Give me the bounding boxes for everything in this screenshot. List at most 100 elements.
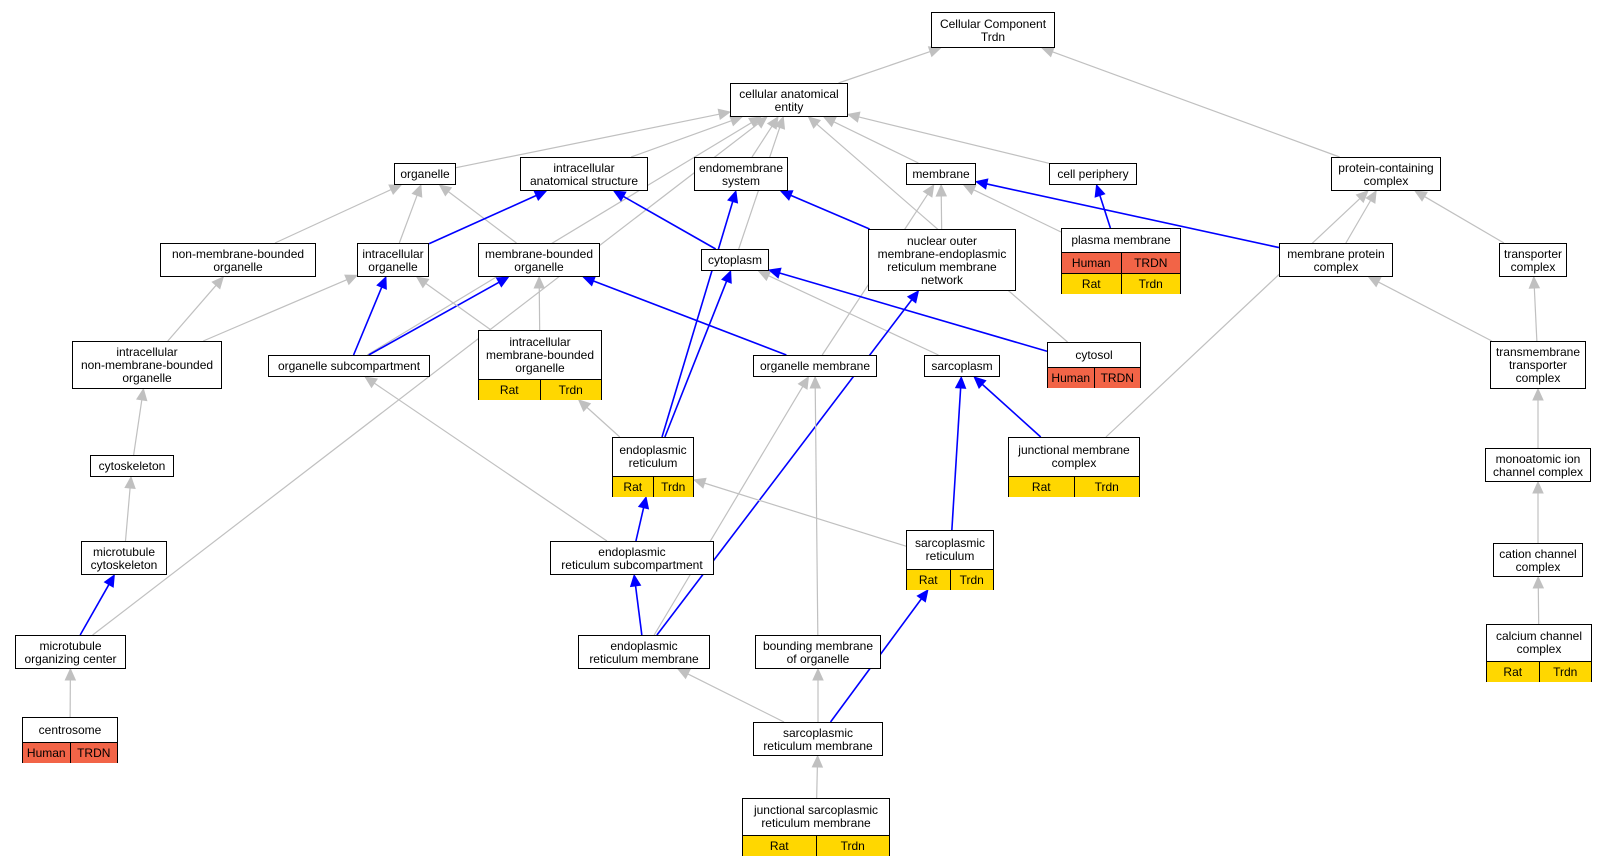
species-cell: Rat xyxy=(613,477,653,497)
go-term-label: nuclear outer membrane-endoplasmic retic… xyxy=(877,233,1007,287)
go-term-label: junctional sarcoplasmic reticulum membra… xyxy=(753,803,879,830)
gene-cell: Trdn xyxy=(1073,477,1139,497)
edge-tmtc-to-transporter xyxy=(1528,275,1541,342)
gene-cell: TRDN xyxy=(69,743,117,763)
go-term-label: sarcoplasm xyxy=(931,359,993,373)
go-term-label: membrane-bounded organelle xyxy=(484,246,594,274)
edge-nmbo-to-organelle xyxy=(274,184,403,244)
go-term-label: cytoplasm xyxy=(707,253,763,267)
go-term-label: sarcoplasmic reticulum xyxy=(914,536,986,563)
edge-cytoplasm-to-ias xyxy=(612,190,717,250)
go-term-label: membrane protein complex xyxy=(1287,246,1385,274)
go-term-label: organelle subcompartment xyxy=(277,359,421,373)
edge-ersub-to-orgsub xyxy=(364,376,608,542)
go-term-transporter[interactable]: transporter complex xyxy=(1499,243,1567,277)
go-term-organelle[interactable]: organelle xyxy=(394,163,456,185)
species-cell: Rat xyxy=(479,380,540,400)
edge-orgsub-to-intraorg xyxy=(352,275,387,356)
edge-jmc-to-pcc xyxy=(1105,190,1369,438)
edge-cytoskel-to-inmbo xyxy=(133,387,148,456)
go-term-tmtc[interactable]: transmembrane transporter complex xyxy=(1490,341,1586,389)
go-term-label: transmembrane transporter complex xyxy=(1495,345,1581,385)
go-term-label: microtubule cytoskeleton xyxy=(90,544,158,572)
gene-cell: Trdn xyxy=(652,477,693,497)
edge-er-to-endomem xyxy=(661,189,739,438)
edge-calcium-to-ccc xyxy=(1532,575,1545,625)
go-term-pcc[interactable]: protein-containing complex xyxy=(1331,157,1441,191)
go-term-jsrm[interactable]: junctional sarcoplasmic reticulum membra… xyxy=(742,798,890,856)
gene-cell: Trdn xyxy=(815,836,889,856)
edge-sarcoplasm-to-cytoplasm xyxy=(757,270,939,356)
edge-membrane-to-cae xyxy=(822,116,919,164)
go-term-label: monoatomic ion channel complex xyxy=(1492,451,1584,479)
gene-cell: Trdn xyxy=(949,570,993,590)
edge-mpc-to-pcc xyxy=(1345,189,1377,244)
go-term-ermem[interactable]: endoplasmic reticulum membrane xyxy=(578,635,710,669)
go-term-srm[interactable]: sarcoplasmic reticulum membrane xyxy=(753,722,883,756)
edge-ermem-to-ersub xyxy=(629,573,643,636)
go-term-nmbo[interactable]: non-membrane-bounded organelle xyxy=(160,243,316,277)
go-term-bmo[interactable]: bounding membrane of organelle xyxy=(755,635,881,669)
go-term-ersub[interactable]: endoplasmic reticulum subcompartment xyxy=(550,541,714,575)
go-term-mic[interactable]: monoatomic ion channel complex xyxy=(1485,448,1591,482)
go-term-label: endoplasmic reticulum membrane xyxy=(589,638,699,666)
go-term-inmbo[interactable]: intracellular non-membrane-bounded organ… xyxy=(72,341,222,389)
edge-transporter-to-pcc xyxy=(1414,190,1505,244)
go-term-mpc[interactable]: membrane protein complex xyxy=(1279,243,1393,277)
go-term-label: bounding membrane of organelle xyxy=(762,638,874,666)
edge-imbo-to-mbo xyxy=(533,275,546,331)
go-term-ccc[interactable]: cation channel complex xyxy=(1493,543,1583,577)
go-term-membrane[interactable]: membrane xyxy=(906,163,976,185)
edge-inmbo-to-nmbo xyxy=(167,276,225,342)
species-cell: Rat xyxy=(1062,274,1121,294)
edge-organelle-to-cae xyxy=(455,108,732,169)
go-term-label: intracellular non-membrane-bounded organ… xyxy=(80,345,214,385)
go-term-label: transporter complex xyxy=(1503,246,1563,274)
go-term-label: organelle xyxy=(400,167,450,181)
gene-cell: Trdn xyxy=(1538,662,1591,682)
go-term-orgsub[interactable]: organelle subcompartment xyxy=(268,355,430,377)
go-term-cellperiph[interactable]: cell periphery xyxy=(1049,163,1137,185)
go-term-mtoc[interactable]: microtubule organizing center xyxy=(15,635,126,669)
edge-sr-to-sarcoplasm xyxy=(951,375,967,531)
gene-cell: Trdn xyxy=(1120,274,1180,294)
edge-tmtc-to-mpc xyxy=(1367,276,1493,342)
go-term-label: cytoskeleton xyxy=(98,459,166,473)
go-term-cae[interactable]: cellular anatomical entity xyxy=(730,83,848,117)
go-term-intraorg[interactable]: intracellular organelle xyxy=(357,243,429,277)
go-term-mbo[interactable]: membrane-bounded organelle xyxy=(478,243,600,277)
go-term-ias[interactable]: intracellular anatomical structure xyxy=(520,157,648,191)
go-term-endomem[interactable]: endomembrane system xyxy=(694,157,788,191)
edge-ersub-to-er xyxy=(635,495,650,542)
go-term-label: endomembrane system xyxy=(698,160,784,188)
gene-cell: Trdn xyxy=(539,380,601,400)
go-term-imbo[interactable]: intracellular membrane-bounded organelle… xyxy=(478,330,602,400)
go-term-cytoskel[interactable]: cytoskeleton xyxy=(90,455,174,477)
go-term-cytoplasm[interactable]: cytoplasm xyxy=(701,249,769,271)
go-term-sarcoplasm[interactable]: sarcoplasm xyxy=(924,355,1000,377)
edge-ccc-to-mic xyxy=(1532,480,1544,543)
go-term-nomerm[interactable]: nuclear outer membrane-endoplasmic retic… xyxy=(868,229,1016,291)
species-cell: Rat xyxy=(743,836,816,856)
go-term-label: junctional membrane complex xyxy=(1018,443,1130,470)
go-term-label: calcium channel complex xyxy=(1495,629,1583,656)
go-term-orgmem[interactable]: organelle membrane xyxy=(753,355,877,377)
go-term-root[interactable]: Cellular Component Trdn xyxy=(931,12,1055,48)
go-term-label: Cellular Component Trdn xyxy=(939,16,1047,44)
go-term-mtcyto[interactable]: microtubule cytoskeleton xyxy=(81,541,167,575)
edge-bmo-to-orgmem xyxy=(809,375,822,636)
edge-ermem-to-orgmem xyxy=(653,375,810,636)
go-term-label: intracellular anatomical structure xyxy=(529,160,639,188)
